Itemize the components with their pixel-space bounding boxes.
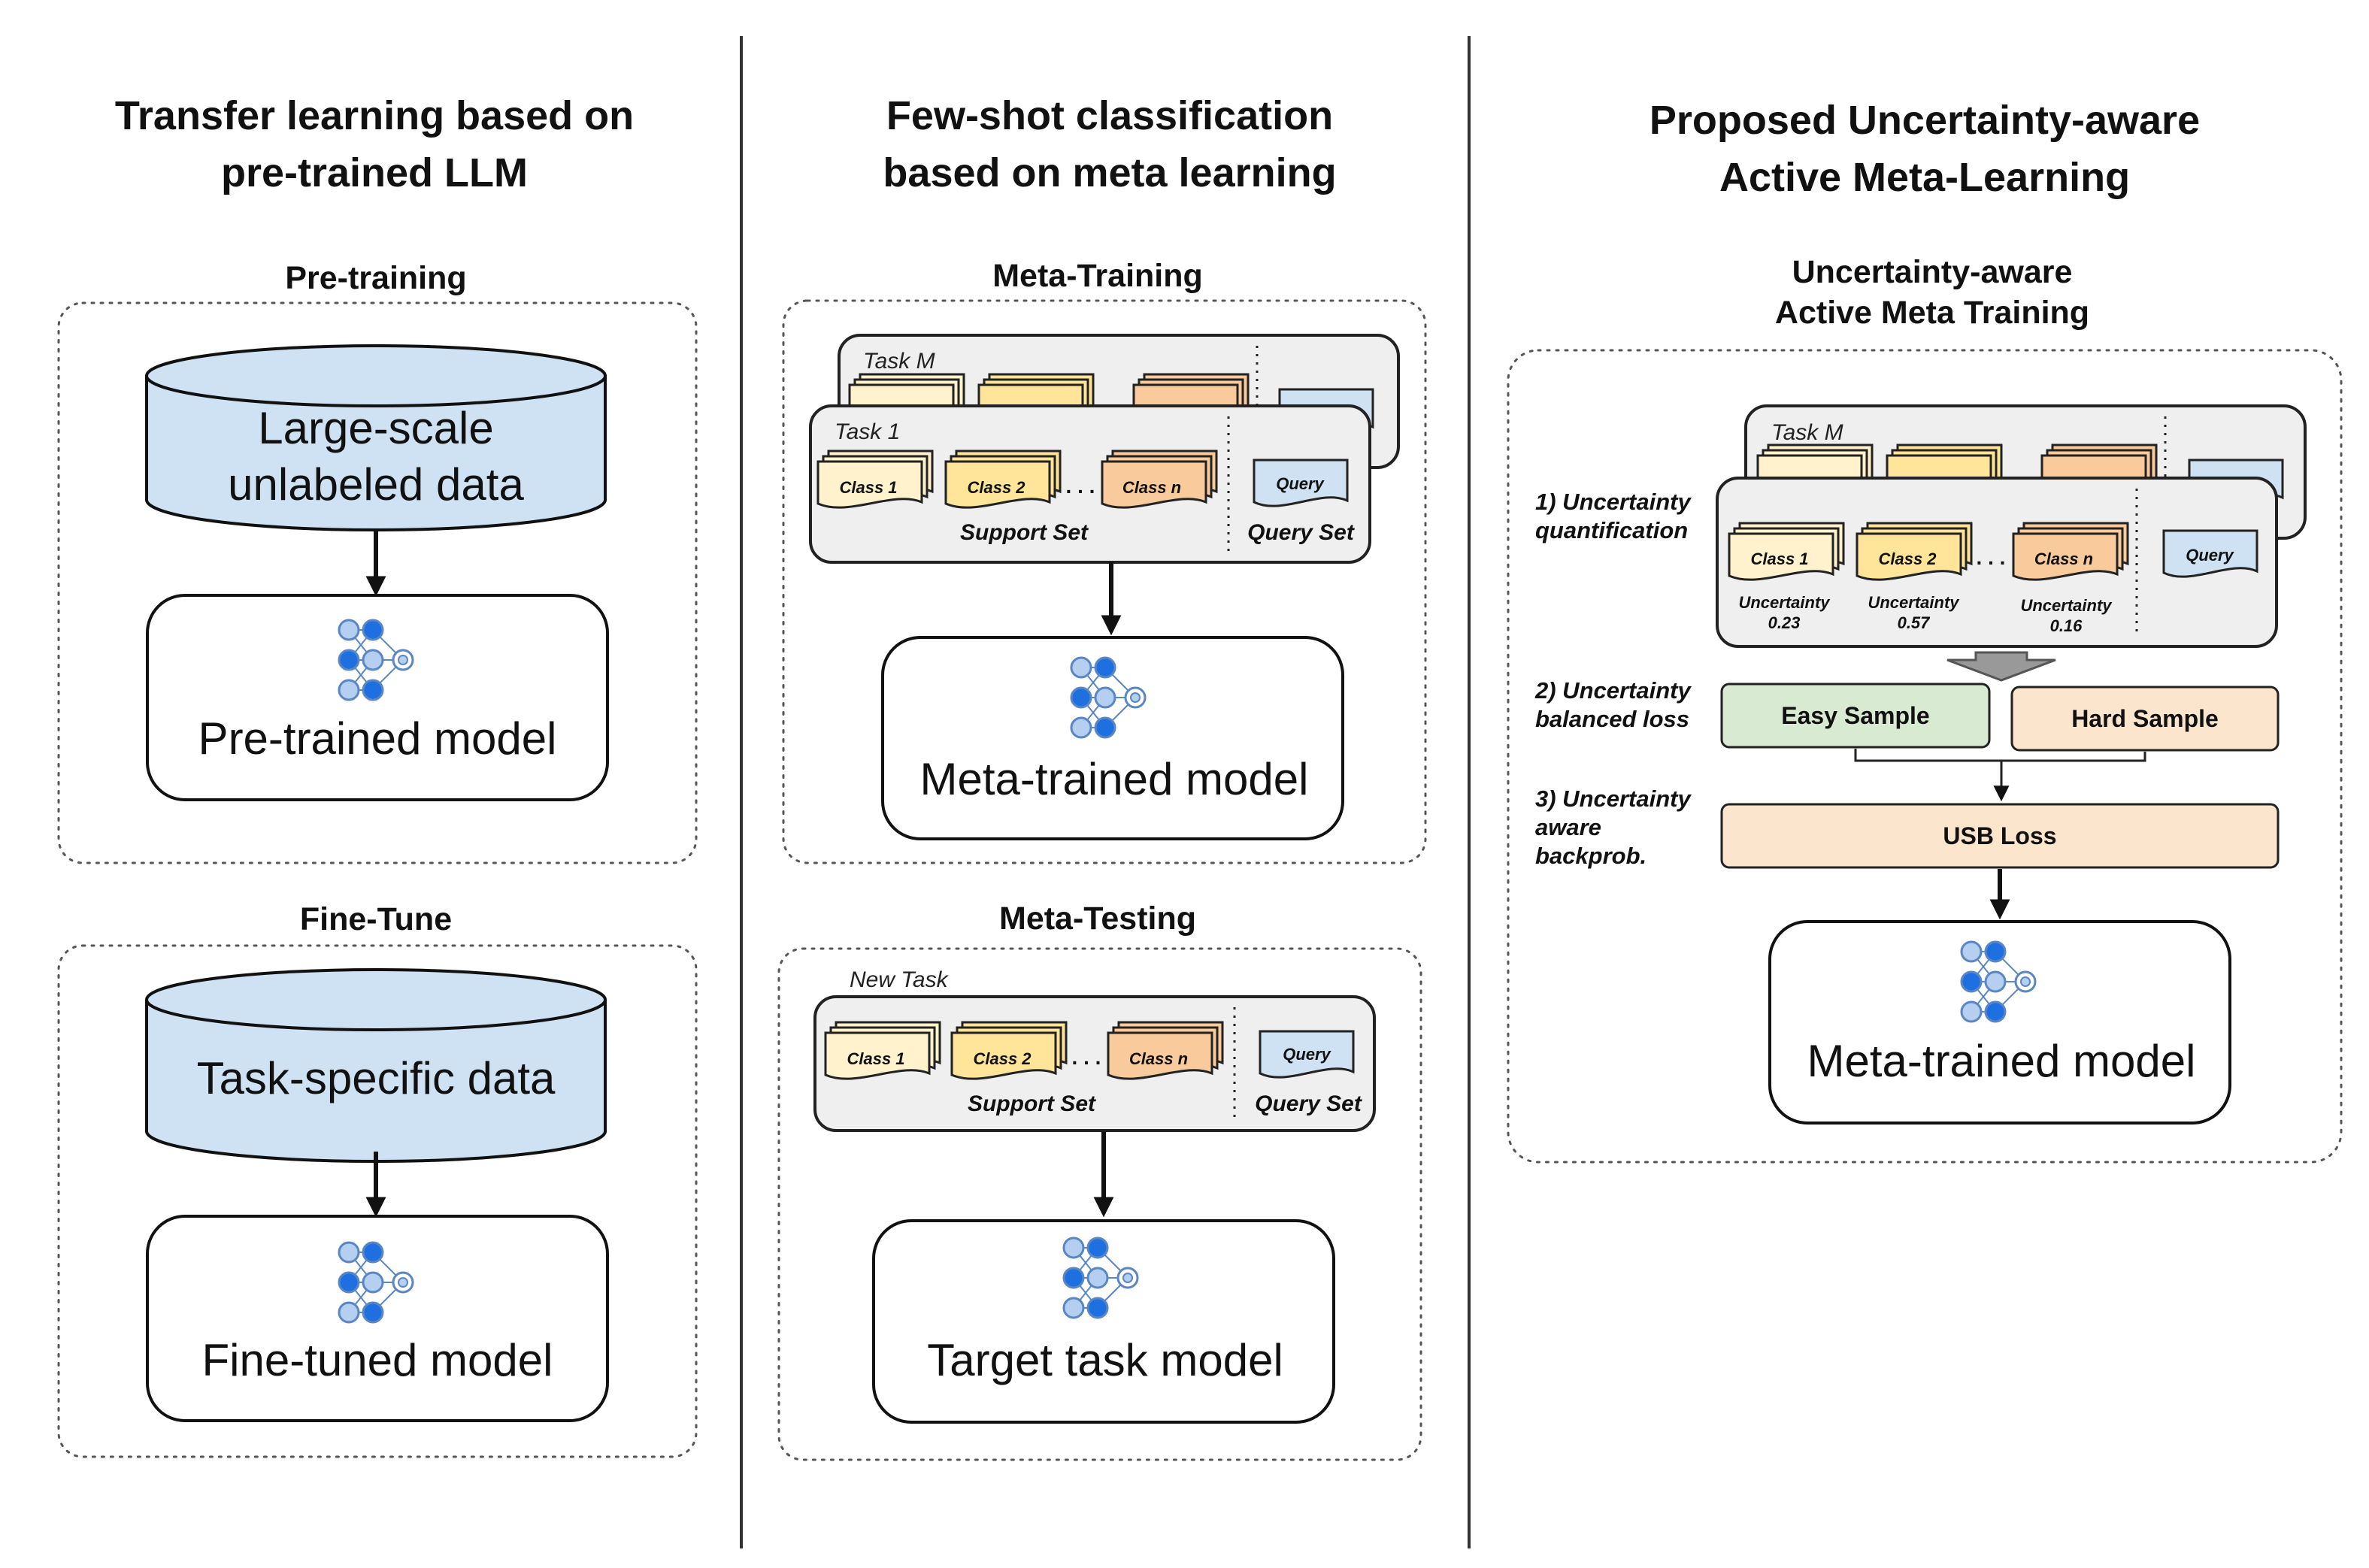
uncertainty-task-stack: [1716, 404, 2307, 648]
uncertainty-value-2: 0.57: [1898, 613, 1931, 632]
step3-line2: aware: [1535, 814, 1601, 840]
step2-line2: balanced loss: [1535, 706, 1689, 732]
pretraining-header: Pre-training: [285, 260, 466, 296]
meta-testing-frame: [777, 947, 1422, 1461]
hard-sample-box: [2010, 686, 2280, 752]
meta-training-frame: [782, 299, 1427, 864]
target-task-model-box: [872, 1219, 1335, 1424]
target-task-model-label: Target task model: [927, 1335, 1283, 1385]
meta-training-header: Meta-Training: [992, 258, 1203, 294]
class-n-stack: [1101, 460, 1207, 509]
finetuned-model-label: Fine-tuned model: [202, 1335, 553, 1385]
query-document-icon: [2162, 529, 2258, 578]
meta-trained-model-box: [881, 636, 1344, 840]
ua-meta-trained-model-label: Meta-trained model: [1807, 1036, 2196, 1086]
mt-class-2-label: Class 2: [967, 478, 1025, 497]
mt-query-label: Query: [1276, 474, 1325, 493]
merge-connector: [1854, 749, 2146, 798]
pretraining-frame: [57, 301, 698, 864]
ua-meta-trained-model-box: [1768, 920, 2231, 1125]
ua-ellipsis: . . .: [1977, 546, 2006, 569]
large-scale-database: [145, 344, 607, 531]
usb-loss-label: USB Loss: [1943, 822, 2056, 849]
step3-line3: backprob.: [1535, 843, 1646, 869]
uncertainty-value-3: 0.16: [2050, 616, 2083, 635]
class-2-stack: [1856, 532, 1962, 581]
left-title-line2: pre-trained LLM: [221, 150, 528, 195]
finetune-header: Fine-Tune: [300, 901, 452, 937]
usb-loss-box: [1720, 803, 2280, 869]
database-label-line1: Large-scale: [258, 403, 494, 453]
class-n-stack: [1107, 1031, 1213, 1080]
finetune-frame: [57, 944, 698, 1458]
class-2-stack: [950, 1031, 1057, 1080]
uncertainty-value-1: 0.23: [1768, 613, 1801, 632]
hard-sample-label: Hard Sample: [2071, 705, 2219, 732]
uncertainty-label-2: Uncertainty: [1868, 593, 1960, 612]
mt-ellipsis: . . .: [1066, 474, 1095, 498]
meta-testing-header: Meta-Testing: [999, 901, 1196, 937]
class-1-stack: [1728, 532, 1834, 581]
new-task-label: New Task: [850, 967, 950, 992]
ua-class-1-label: Class 1: [1750, 549, 1808, 568]
ua-class-2-label: Class 2: [1878, 549, 1937, 568]
middle-title-line1: Few-shot classification: [886, 93, 1333, 138]
step2-line1: 2) Uncertainty: [1534, 677, 1692, 704]
step1-line2: quantification: [1535, 517, 1688, 543]
test-query-label: Query: [1283, 1045, 1331, 1064]
test-class-2-label: Class 2: [973, 1049, 1032, 1068]
step3-line1: 3) Uncertainty: [1535, 786, 1692, 812]
test-query-set-label: Query Set: [1255, 1091, 1363, 1116]
test-class-1-label: Class 1: [847, 1049, 904, 1068]
gray-down-arrow: [1946, 651, 2056, 682]
pretrained-model-label: Pre-trained model: [198, 713, 557, 764]
query-document-icon: [1259, 1030, 1355, 1079]
uamt-header-line2: Active Meta Training: [1775, 295, 2089, 331]
uamt-header-line1: Uncertainty-aware: [1792, 254, 2073, 290]
uamt-frame: [1507, 349, 2343, 1164]
mt-support-set-label: Support Set: [960, 520, 1089, 545]
left-title-line1: Transfer learning based on: [115, 93, 634, 138]
uncertainty-label-3: Uncertainty: [2020, 596, 2113, 615]
uncertainty-label-1: Uncertainty: [1738, 593, 1831, 612]
mt-class-1-label: Class 1: [839, 478, 897, 497]
query-document-icon: [1253, 459, 1349, 507]
class-2-stack: [944, 460, 1051, 509]
task-1-label: Task 1: [835, 419, 900, 444]
class-n-stack: [2012, 532, 2119, 581]
right-title-line2: Active Meta-Learning: [1719, 155, 2130, 200]
test-class-n-label: Class n: [1129, 1049, 1188, 1068]
right-title-line1: Proposed Uncertainty-aware: [1650, 98, 2200, 143]
ua-query-label: Query: [2186, 546, 2234, 565]
class-1-stack: [824, 1031, 931, 1080]
test-support-set-label: Support Set: [968, 1091, 1097, 1116]
mt-class-n-label: Class n: [1122, 478, 1181, 497]
middle-title-line2: based on meta learning: [883, 150, 1336, 195]
meta-testing-task: [813, 995, 1376, 1132]
easy-sample-label: Easy Sample: [1781, 702, 1929, 729]
test-ellipsis: . . .: [1072, 1046, 1101, 1069]
meta-trained-model-label: Meta-trained model: [920, 754, 1309, 804]
task-m-label: Task M: [863, 349, 935, 374]
meta-training-tasks: [809, 334, 1400, 564]
ua-task-m-label: Task M: [1771, 420, 1843, 445]
database-label-line2: unlabeled data: [228, 459, 524, 510]
new-task-panel: [813, 995, 1376, 1132]
task-1-panel: [809, 404, 1371, 564]
task-specific-database: [145, 968, 607, 1163]
ua-class-n-label: Class n: [2034, 549, 2093, 568]
mt-query-set-label: Query Set: [1247, 520, 1356, 545]
task-data-label: Task-specific data: [197, 1053, 556, 1103]
step1-line1: 1) Uncertainty: [1535, 489, 1692, 515]
class-1-stack: [816, 460, 923, 509]
easy-sample-box: [1720, 683, 1991, 749]
